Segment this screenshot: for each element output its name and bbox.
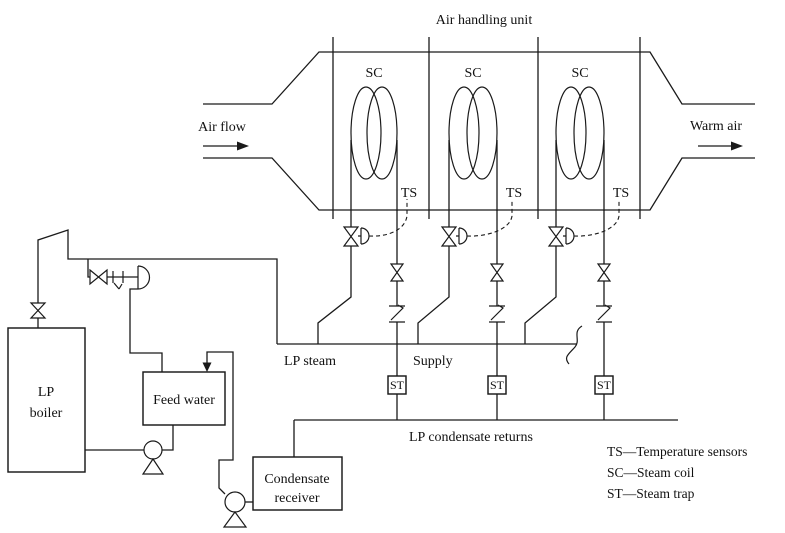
steam-coil-3-icon [555,86,605,211]
legend-item-st: ST—Steam trap [607,486,695,501]
condensate-drop-3: ST [594,210,614,420]
air-flow-label: Air flow [198,120,247,135]
warm-air-label: Warm air [690,119,742,134]
control-valve-2-icon [417,211,468,344]
control-valve-3-icon [524,211,575,344]
steam-trap-2-box [487,375,507,395]
flow-arrow-into-tank [202,362,212,372]
lp-steam-main [277,325,583,365]
lp-steam-label: LP steam [284,354,336,369]
feed-tank-steam-branch [87,259,163,372]
isolation-valve-3-icon [596,263,612,282]
ts-signal-lines [368,199,620,237]
air-flow-arrow [203,141,249,151]
isolation-valve-1-icon [389,263,405,282]
feed-water-label: Feed water [153,393,215,408]
receiver-label-line1: Condensate [264,472,329,487]
condensate-drop-2: ST [487,210,507,420]
page-title: Air handling unit [436,13,533,28]
feed-water-tank: Feed water [142,371,226,426]
steam-trap-1-box [387,375,407,395]
steam-coil-2-icon [448,86,498,211]
line-break-icon [565,325,583,365]
condensate-returns-label: LP condensate returns [409,430,533,445]
pipe-fitting-ticks-icon [112,271,124,290]
boiler-label-line1: LP [38,385,55,400]
st-label-3: ST [597,378,612,392]
check-valve-3-icon [596,304,612,323]
boiler-label-line2: boiler [30,406,63,421]
receiver-label-line2: receiver [274,491,319,506]
boiler-stop-valve-icon [29,302,47,319]
legend-item-sc: SC—Steam coil [607,465,695,480]
isolation-valve-2-icon [489,263,505,282]
condensate-drop-1: ST [387,210,407,420]
lp-boiler: LP boiler [7,327,86,473]
steam-coil-1-icon [350,86,398,211]
sc-label-3: SC [571,66,588,81]
reducing-valve-icon [89,268,108,286]
ahu-section-dividers [332,37,641,219]
warm-air-arrow [698,141,743,151]
legend-item-ts: TS—Temperature sensors [607,444,747,459]
condensate-receiver: Condensate receiver [252,456,343,511]
ts-label-3: TS [613,186,629,201]
supply-label: Supply [413,354,453,369]
check-valve-2-icon [489,304,505,323]
sc-label-1: SC [365,66,382,81]
control-valve-1-icon [317,211,370,344]
regulator-dome-icon [137,265,151,290]
check-valve-1-icon [389,304,405,323]
boiler-steam-header [29,229,278,344]
ts-label-1: TS [401,186,417,201]
condensate-pump-icon [202,351,253,528]
ts-label-2: TS [506,186,522,201]
sc-label-2: SC [464,66,481,81]
condensate-return-main [293,419,678,457]
legend: TS—Temperature sensors SC—Steam coil ST—… [607,444,747,501]
feed-pump-icon [85,425,174,475]
st-label-2: ST [490,378,505,392]
steam-trap-3-box [594,375,614,395]
ahu-duct [203,37,755,219]
st-label-1: ST [390,378,405,392]
